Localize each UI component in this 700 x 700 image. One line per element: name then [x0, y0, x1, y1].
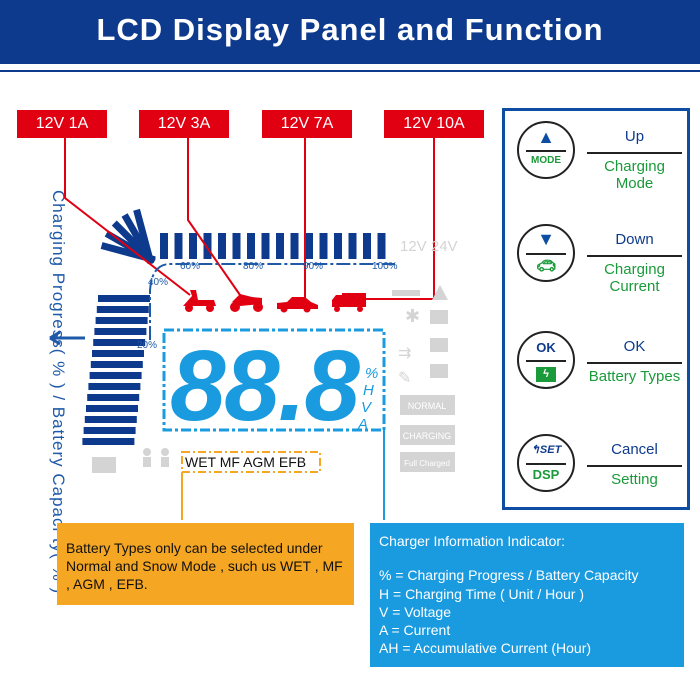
tick-20: 20%	[137, 340, 157, 351]
status-charging	[400, 425, 455, 445]
progress-segment	[89, 372, 142, 379]
unit-h: H	[363, 382, 374, 399]
ok-button[interactable]: OK ϟ	[517, 331, 575, 389]
progress-segment	[94, 328, 147, 335]
charger-info-box: Charger Information Indicator: % = Charg…	[370, 523, 684, 667]
info-line: H = Charging Time ( Unit / Hour )	[379, 585, 585, 602]
lcd-display: ✱ ⇉ ✎ NORMAL CHARGING Full Charged 12V 2…	[49, 138, 458, 520]
status-normal-label: NORMAL	[408, 401, 447, 411]
triangle-up-icon: ▲	[537, 127, 555, 147]
current-label-3a: 12V 3A	[139, 110, 229, 138]
repair-icon: ⇉	[398, 345, 411, 362]
progress-segment	[82, 438, 135, 445]
scooter-icon	[183, 290, 216, 312]
unit-a: A	[357, 416, 368, 433]
digit-frame	[162, 328, 386, 432]
progress-segment	[92, 350, 144, 357]
voltage-indicator: 12V 24V	[400, 238, 458, 255]
status-full-charged	[400, 452, 455, 472]
progress-segment	[247, 233, 255, 259]
progress-segment	[83, 427, 136, 434]
progress-segment	[160, 233, 168, 259]
person-1-icon	[143, 448, 151, 456]
progress-segment	[98, 295, 150, 302]
info-line: V = Voltage	[379, 603, 452, 620]
info-line: AH = Accumulative Current (Hour)	[379, 640, 592, 657]
page-title: LCD Display Panel and Function	[0, 0, 700, 64]
progress-segment	[232, 233, 241, 259]
tick-100: 100%	[372, 261, 398, 272]
progress-segment	[319, 233, 328, 259]
tick-60: 60%	[180, 261, 200, 272]
warning-icon	[432, 285, 448, 300]
progress-segment	[305, 233, 313, 259]
wrench-icon: ✎	[398, 370, 411, 387]
unit-percent: %	[365, 365, 378, 382]
truck-icon	[332, 293, 366, 312]
battery-types-indicator: WET MF AGM EFB	[185, 454, 306, 470]
progress-segment	[189, 233, 197, 259]
progress-segment	[203, 233, 212, 259]
battery-charge-icon	[430, 338, 448, 352]
divider	[0, 70, 700, 72]
progress-segment	[84, 416, 137, 423]
progress-segment	[348, 233, 357, 259]
progress-segment	[377, 233, 386, 259]
current-label-7a: 12V 7A	[262, 110, 352, 138]
progress-segment	[90, 361, 143, 368]
info-title: Charger Information Indicator:	[379, 533, 565, 549]
car-icon: 🚗︎	[535, 258, 557, 275]
progress-segment	[96, 306, 149, 313]
car-icon	[277, 297, 318, 313]
lcd-digits: 88.8	[170, 330, 360, 442]
info-line: % = Charging Progress / Battery Capacity	[379, 567, 639, 584]
battery-types-note: Battery Types only can be selected under…	[57, 523, 354, 605]
status-charging-label: CHARGING	[403, 431, 452, 441]
info-line: A = Current	[379, 622, 451, 639]
progress-segment	[290, 233, 299, 259]
arrow-left-icon	[49, 330, 85, 346]
progress-segment	[88, 383, 141, 390]
progress-segment	[261, 233, 270, 259]
progress-segment	[133, 208, 155, 264]
progress-segment	[95, 317, 148, 324]
unit-v: V	[361, 399, 373, 416]
battery-wave-icon	[92, 457, 116, 473]
tick-90: 90%	[303, 261, 323, 272]
battery-icon: ϟ	[519, 364, 573, 382]
mode-up-button[interactable]: ▲ MODE	[517, 121, 575, 179]
set-dsp-button[interactable]: ↰SET DSP	[517, 434, 575, 492]
snowflake-icon: ✱	[405, 306, 420, 326]
triangle-down-icon: ▼	[537, 229, 555, 249]
progress-segment	[174, 233, 183, 259]
status-full-label: Full Charged	[404, 459, 450, 468]
current-label-10a: 12V 10A	[384, 110, 484, 138]
progress-segment	[276, 233, 284, 259]
progress-segment	[86, 405, 138, 412]
progress-bars	[82, 208, 386, 445]
progress-segment	[87, 394, 140, 401]
progress-segment	[218, 233, 226, 259]
down-current-button[interactable]: ▼ 🚗︎	[517, 224, 575, 282]
tick-40: 40%	[148, 277, 168, 288]
battery-x-icon	[430, 364, 448, 378]
status-normal	[400, 395, 455, 415]
current-label-1a: 12V 1A	[17, 110, 107, 138]
mode-label: MODE	[531, 155, 561, 166]
person-2-icon	[161, 448, 169, 456]
battery-error-icon	[430, 310, 448, 324]
progress-segment	[93, 339, 146, 346]
progress-segment	[334, 233, 342, 259]
motorcycle-icon	[230, 294, 263, 312]
clamp-icon	[392, 290, 420, 296]
tick-80: 80%	[243, 261, 263, 272]
progress-segment	[363, 233, 371, 259]
leader-lines	[64, 138, 435, 300]
